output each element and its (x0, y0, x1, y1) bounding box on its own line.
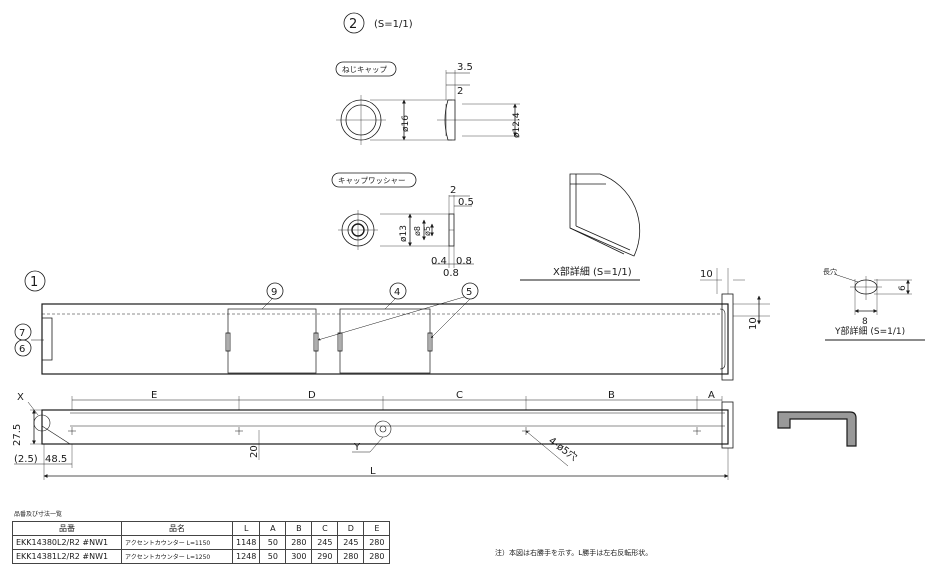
screw-cap-dim-d2: ø12.4 (512, 112, 522, 138)
washer-side-view (380, 195, 474, 268)
dim-48-5: 48.5 (45, 454, 67, 465)
table-cell: 280 (285, 535, 313, 550)
header-product-name: 品名 (121, 521, 233, 536)
header-B: B (285, 521, 313, 536)
table-cell: 300 (285, 549, 313, 564)
detail-y-drawing (833, 273, 912, 315)
balloon-7-number: 7 (19, 328, 25, 339)
drawing-note: 注）本図は右勝手を示す。L勝手は左右反転形状。 (495, 549, 653, 557)
dim-E: E (151, 390, 157, 401)
washer-dim-t2: 0.5 (458, 197, 474, 208)
view2-balloon (343, 12, 365, 34)
header-D: D (337, 521, 365, 536)
dim-top-10: 10 (700, 269, 713, 280)
view2-number: 2 (349, 17, 357, 32)
view1-number: 1 (30, 275, 38, 290)
table-cell: 280 (337, 549, 365, 564)
table-cell: EKK14380L2/R2 #NW1 (12, 535, 122, 550)
washer-front-view (338, 210, 378, 250)
counter-cross-section (777, 411, 857, 447)
table-cell: 245 (337, 535, 365, 550)
header-E: E (363, 521, 391, 536)
header-L: L (231, 521, 261, 536)
view1-balloon (24, 270, 46, 292)
dim-B: B (608, 390, 615, 401)
label-Y: Y (353, 442, 361, 453)
dim-side-10: 10 (748, 317, 759, 330)
balloon-9 (266, 282, 284, 300)
balloon-9-number: 9 (271, 287, 277, 298)
washer-dim-d2: ø8 (413, 226, 422, 236)
table-title: 品番及び寸法一覧 (14, 511, 63, 518)
table-row: EKK14381L2/R2 #NW1 アクセントカウンター L=1250 124… (12, 549, 391, 564)
view2-scale: (S=1/1) (374, 19, 413, 30)
table-cell: アクセントカウンター L=1150 (121, 535, 233, 550)
table-cell: 50 (259, 535, 287, 550)
detail-y-label: Y部詳細 (S=1/1) (834, 325, 905, 337)
detail-y-slot-label: 長穴 (823, 267, 837, 276)
screw-cap-dim-t1: 3.5 (457, 62, 473, 73)
balloon-6 (14, 339, 32, 357)
washer-dim-b3: 0.8 (443, 268, 459, 279)
washer-dim-b2: 0.8 (456, 256, 472, 267)
table-cell: 1148 (231, 535, 261, 550)
screw-cap-label: ねじキャップ (342, 65, 387, 74)
detail-y-dim-h: 6 (898, 285, 908, 291)
table-cell: 280 (363, 549, 391, 564)
dim-20: 20 (249, 445, 260, 458)
table-header-row: 品番 品名 L A B C D E (12, 521, 391, 536)
screw-cap-dim-t2: 2 (457, 86, 463, 97)
dim-D: D (308, 390, 316, 401)
screw-cap-dim-d: ø16 (401, 115, 411, 132)
counter-bottom-view (14, 396, 734, 480)
header-A: A (259, 521, 287, 536)
dim-L: L (370, 466, 376, 477)
balloon-6-number: 6 (19, 344, 25, 355)
detail-x-drawing (569, 173, 641, 257)
dim-27-5: 27.5 (12, 424, 23, 446)
label-X: X (17, 392, 24, 403)
table-row: EKK14380L2/R2 #NW1 アクセントカウンター L=1150 114… (12, 535, 391, 550)
washer-dim-t1: 2 (450, 185, 456, 196)
screw-cap-label-box (335, 61, 397, 77)
header-part-no: 品番 (12, 521, 122, 536)
balloon-4 (389, 282, 407, 300)
counter-top-view (41, 268, 770, 381)
detail-x-label: X部詳細 (S=1/1) (553, 265, 632, 278)
washer-dim-d3: ø5 (423, 226, 432, 236)
dim-C: C (456, 390, 463, 401)
table-cell: EKK14381L2/R2 #NW1 (12, 549, 122, 564)
header-C: C (311, 521, 339, 536)
dim-holes: 4-ø5穴 (546, 434, 580, 464)
detail-y-dim-w: 8 (862, 317, 868, 327)
table-cell: 50 (259, 549, 287, 564)
washer-dim-b1: 0.4 (431, 256, 447, 267)
washer-label-box (331, 172, 417, 188)
screw-cap-side-view (370, 70, 520, 141)
table-cell: アクセントカウンター L=1250 (121, 549, 233, 564)
dim-2-5: (2.5) (14, 454, 38, 465)
table-cell: 245 (311, 535, 339, 550)
table-cell: 280 (363, 535, 391, 550)
table-cell: 1248 (231, 549, 261, 564)
dimension-table: 品番 品名 L A B C D E EKK14380L2/R2 #NW1 アクセ… (12, 521, 391, 564)
balloon-5-number: 5 (466, 287, 472, 298)
screw-cap-front-view (336, 95, 386, 145)
table-cell: 290 (311, 549, 339, 564)
dim-A: A (708, 390, 715, 401)
washer-label: キャップワッシャー (338, 176, 406, 185)
balloon-4-number: 4 (394, 287, 400, 298)
washer-dim-d: ø13 (399, 225, 409, 242)
